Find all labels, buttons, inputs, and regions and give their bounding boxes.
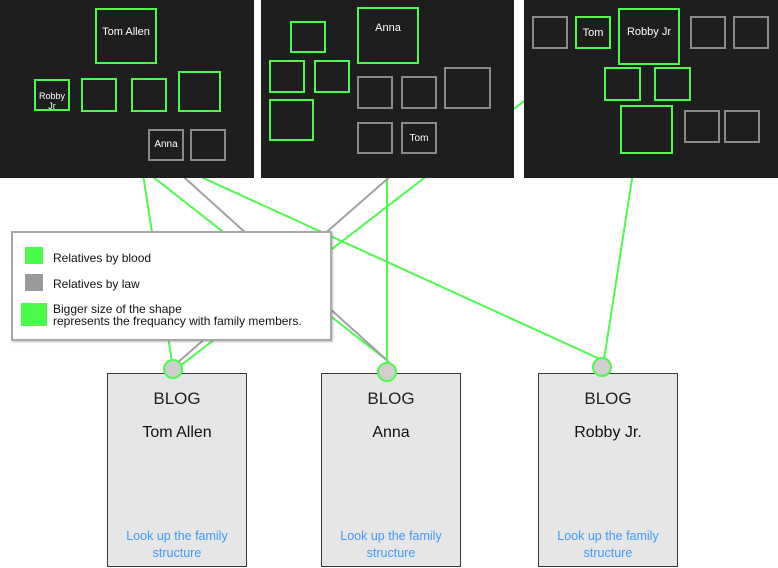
legend-blood-label: Relatives by blood [53, 251, 152, 265]
box-robby-jr[interactable]: Robby Jr [34, 79, 70, 111]
box-relative[interactable] [81, 78, 117, 112]
box-relative[interactable] [684, 110, 720, 143]
box-label: Robby Jr [38, 91, 65, 111]
box-relative[interactable] [357, 76, 393, 109]
card-title: BLOG [367, 389, 415, 408]
connection-node-tom-allen[interactable] [163, 359, 183, 379]
box-relative[interactable] [269, 99, 314, 141]
box-label: Tom Allen [102, 26, 150, 38]
box-relative[interactable] [620, 105, 673, 154]
link-line: structure [583, 546, 633, 560]
card-name: Anna [372, 424, 410, 441]
box-robby-jr[interactable]: Robby Jr [618, 8, 680, 65]
link-line: Look up the family [340, 529, 442, 543]
box-relative[interactable] [290, 21, 326, 53]
box-label: Anna [154, 139, 178, 150]
family-structure-link[interactable]: Look up the family structure [322, 528, 460, 562]
link-line: structure [366, 546, 416, 560]
box-relative[interactable] [733, 16, 769, 49]
card-title: BLOG [153, 389, 201, 408]
box-tom[interactable]: Tom [575, 16, 611, 49]
legend-law-label: Relatives by law [53, 277, 140, 291]
box-relative[interactable] [269, 60, 305, 93]
card-title: BLOG [584, 389, 632, 408]
family-panel-2: Anna Tom [261, 0, 514, 178]
box-label: Tom [409, 133, 429, 144]
card-name: Tom Allen [142, 424, 212, 441]
legend-size-note-line2: represents the frequancy with family mem… [53, 314, 302, 328]
legend: Relatives by blood Relatives by law Bigg… [11, 231, 332, 341]
blog-card-anna[interactable]: BLOG Anna Look up the family structure [321, 373, 461, 567]
blog-card-tom-allen[interactable]: BLOG Tom Allen Look up the family struct… [107, 373, 247, 567]
blog-card-robby-jr[interactable]: BLOG Robby Jr. Look up the family struct… [538, 373, 678, 567]
connection-node-anna[interactable] [377, 362, 397, 382]
box-relative[interactable] [401, 76, 437, 109]
size-swatch [21, 303, 47, 326]
box-relative[interactable] [131, 78, 167, 112]
link-line: structure [152, 546, 202, 560]
card-name: Robby Jr. [574, 424, 642, 441]
box-relative[interactable] [314, 60, 350, 93]
link-line: Look up the family [126, 529, 228, 543]
box-anna-inlaw[interactable]: Anna [148, 129, 184, 161]
family-panel-1: Tom Allen Robby Jr Anna [0, 0, 254, 178]
law-swatch [25, 274, 43, 291]
box-tom-inlaw[interactable]: Tom [401, 122, 437, 154]
box-relative[interactable] [604, 67, 641, 101]
box-relative[interactable] [444, 67, 491, 109]
line-anna-inlaw-to-robby-blog [165, 160, 603, 361]
legend-size-note-line1: Bigger size of the shape [53, 302, 182, 316]
box-relative[interactable] [654, 67, 691, 101]
box-relative[interactable] [690, 16, 726, 49]
box-label: Tom [582, 27, 604, 39]
box-relative[interactable] [190, 129, 226, 161]
box-relative[interactable] [532, 16, 568, 49]
box-anna[interactable]: Anna [357, 7, 419, 64]
blood-swatch [25, 247, 43, 264]
family-structure-link[interactable]: Look up the family structure [108, 528, 246, 562]
box-label: Robby Jr [626, 26, 672, 38]
box-tom-allen[interactable]: Tom Allen [95, 8, 157, 64]
line-robby-jr-to-robby-blog [603, 152, 637, 361]
box-relative[interactable] [178, 71, 221, 112]
family-structure-link[interactable]: Look up the family structure [539, 528, 677, 562]
box-label: Anna [375, 22, 401, 34]
family-panel-3: Tom Robby Jr [524, 0, 778, 178]
box-relative[interactable] [357, 122, 393, 154]
box-relative[interactable] [724, 110, 760, 143]
link-line: Look up the family [557, 529, 659, 543]
connection-node-robby-jr[interactable] [592, 357, 612, 377]
